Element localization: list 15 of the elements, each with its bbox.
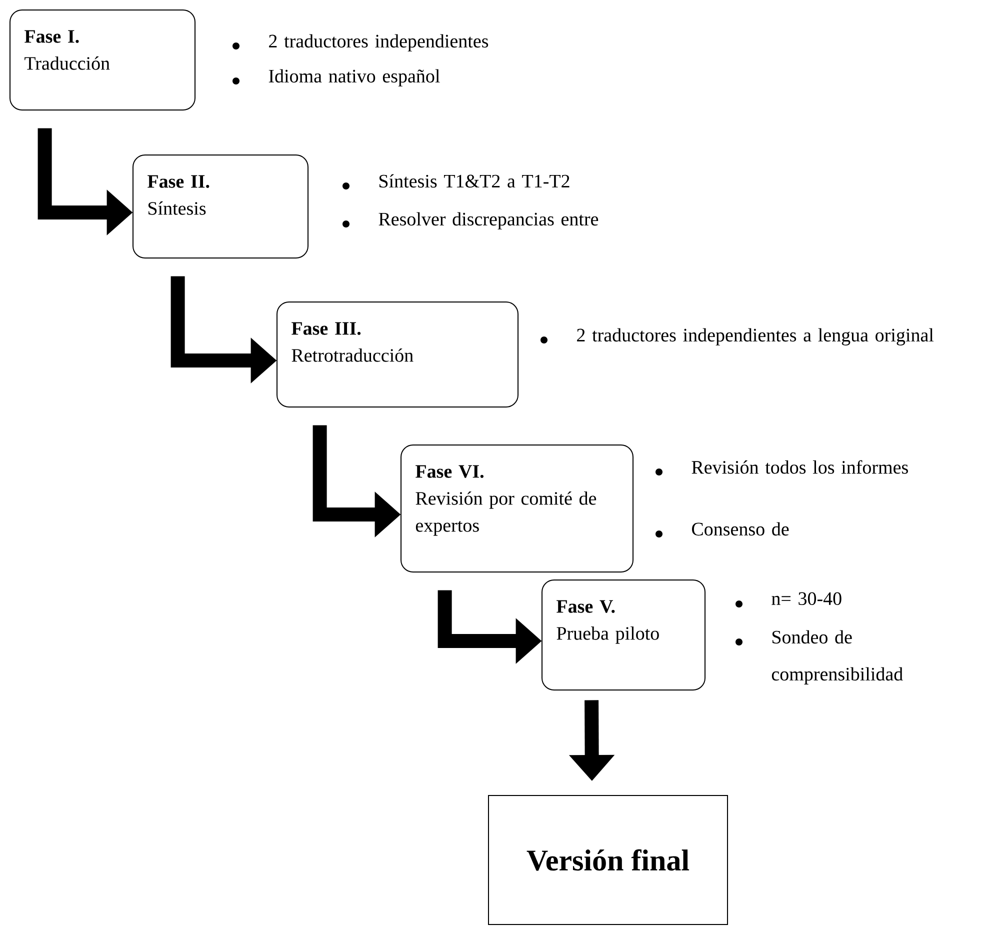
bullet-text: Sondeo de comprensibilidad [772, 630, 903, 684]
process-box: Fase VI. Revisión por comité de expertos [400, 444, 634, 572]
bullet-text: 2 traductores independientes a lengua original [577, 328, 934, 346]
process-box: Fase V. Prueba piloto [542, 580, 706, 690]
process-box: Fase II. Síntesis [132, 154, 308, 258]
bullet-text: Idioma nativo español [268, 69, 440, 86]
bullet-text: 2 traductores independientes [269, 34, 488, 52]
bullet-text: Resolver discrepancias entre [378, 212, 598, 230]
bullet-text: Consenso de [692, 522, 789, 536]
bullet-text: n= 30-40 [772, 592, 842, 606]
bullet-text: Síntesis T1&T2 a T1-T2 [379, 174, 570, 188]
result-box: Versión final [488, 795, 728, 926]
process-box: Fase III. Retrotraducción [276, 302, 518, 408]
bullet-text: Revisión todos los informes [692, 460, 908, 474]
process-box: Fase I. Traducción [10, 10, 196, 110]
